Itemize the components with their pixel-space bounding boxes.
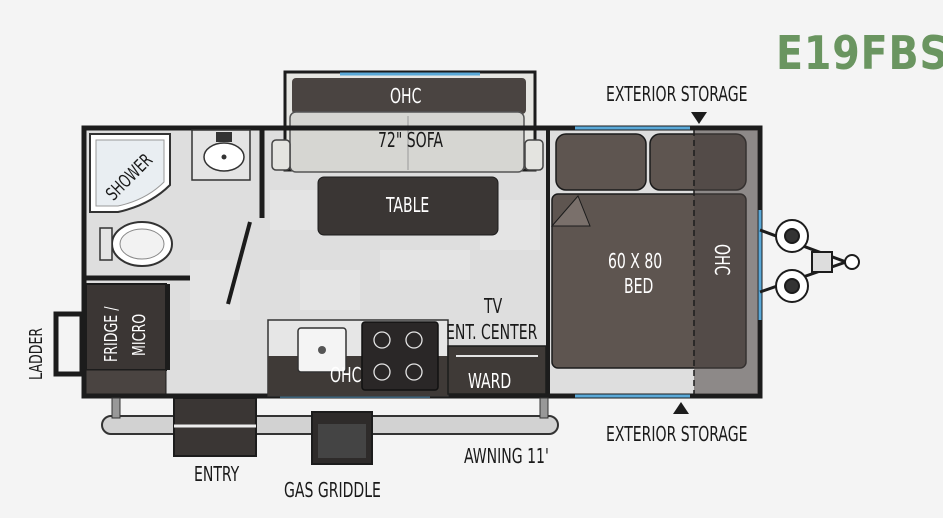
fridge-micro-cabinet bbox=[85, 283, 167, 371]
fridge-label: FRIDGE / bbox=[101, 306, 122, 362]
table bbox=[317, 176, 499, 236]
sofa-arm-left bbox=[271, 139, 291, 171]
bed-size-label: 60 X 80 bbox=[608, 249, 663, 273]
ent-center-label: ENT. CENTER bbox=[446, 320, 538, 344]
model-title: E19FBS bbox=[776, 26, 943, 80]
ohc-top-label: OHC bbox=[390, 84, 422, 108]
exterior-storage-top-label: EXTERIOR STORAGE bbox=[606, 82, 748, 106]
ladder-label: LADDER bbox=[26, 327, 47, 380]
pillow-left bbox=[555, 133, 647, 191]
micro-label: MICRO bbox=[129, 313, 150, 356]
exterior-storage-arrow-top bbox=[691, 112, 707, 124]
ohc-galley-label: OHC bbox=[330, 363, 362, 387]
bed-label: BED bbox=[624, 274, 654, 298]
exterior-storage-bottom-label: EXTERIOR STORAGE bbox=[606, 422, 748, 446]
sofa-label: 72" SOFA bbox=[378, 128, 443, 152]
gas-griddle-label: GAS GRIDDLE bbox=[284, 478, 381, 502]
bath-door bbox=[226, 221, 252, 305]
stove-burners bbox=[373, 331, 423, 381]
entry-label: ENTRY bbox=[194, 462, 240, 486]
tv-label: TV bbox=[484, 294, 503, 318]
table-label: TABLE bbox=[386, 193, 430, 217]
sofa-arm-right bbox=[524, 139, 544, 171]
awning-label: AWNING 11' bbox=[464, 444, 549, 468]
stove bbox=[361, 321, 439, 391]
floor-texture bbox=[190, 190, 540, 320]
hitch-jack bbox=[759, 219, 860, 303]
bed-ohc bbox=[694, 130, 758, 394]
ladder bbox=[53, 311, 85, 377]
exterior-storage-arrow-bottom bbox=[673, 402, 689, 414]
ohc-top-cabinet bbox=[292, 78, 526, 114]
tv-ent-center bbox=[447, 345, 547, 395]
ohc-bed-label: OHC bbox=[710, 244, 734, 276]
bed-blanket-fold bbox=[550, 195, 591, 227]
ward-label: WARD bbox=[468, 369, 512, 393]
